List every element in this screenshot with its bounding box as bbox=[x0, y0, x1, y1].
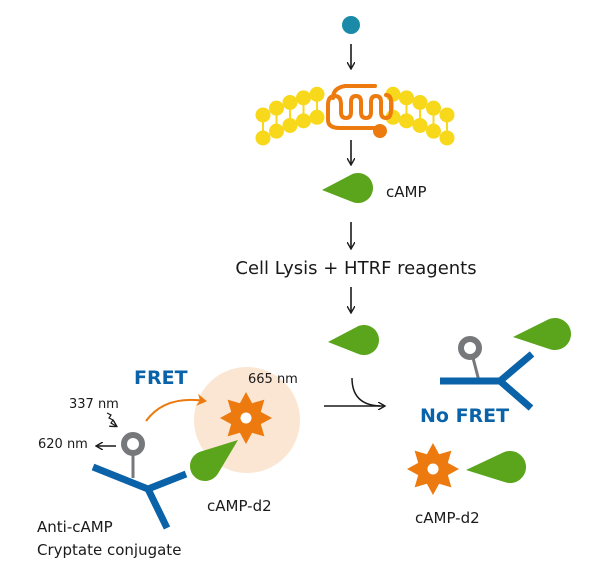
gpcr-receptor bbox=[326, 84, 393, 138]
lipid-head bbox=[269, 100, 284, 116]
fret-energy-arrow bbox=[145, 393, 207, 422]
emission-665-label: 665 nm bbox=[248, 372, 298, 387]
emission-620-label: 620 nm bbox=[38, 437, 88, 452]
acceptor-star-left bbox=[220, 392, 272, 444]
curved-arrow bbox=[351, 377, 381, 407]
lipid-head bbox=[309, 109, 325, 125]
antibody-left bbox=[91, 432, 188, 530]
lysis-step-label: Cell Lysis + HTRF reagents bbox=[235, 258, 476, 279]
free-camp-molecule bbox=[328, 325, 380, 355]
excitation-337-label: 337 nm bbox=[69, 397, 119, 412]
lipid-head bbox=[426, 100, 441, 116]
lipid-head bbox=[399, 113, 414, 129]
antibody-right bbox=[440, 336, 535, 411]
excitation-wave-icon bbox=[106, 412, 116, 426]
lipid-head bbox=[296, 113, 311, 129]
lipid-head bbox=[412, 94, 428, 110]
lipid-head bbox=[426, 123, 441, 139]
camp-d2-label-right: cAMP-d2 bbox=[415, 509, 480, 527]
lipid-head bbox=[282, 94, 298, 110]
camp-d2-molecule-left bbox=[189, 440, 238, 481]
lipid-head bbox=[439, 130, 455, 146]
acceptor-star-right bbox=[407, 443, 459, 495]
ligand-dot bbox=[342, 16, 360, 34]
lipid-head bbox=[399, 90, 414, 106]
cell-membrane bbox=[255, 86, 455, 146]
lipid-head bbox=[309, 86, 325, 102]
lipid-head bbox=[255, 130, 271, 146]
lipid-head bbox=[255, 107, 271, 123]
antibody-label-line1: Anti-cAMP bbox=[37, 518, 113, 536]
lipid-head bbox=[439, 107, 455, 123]
no-fret-label: No FRET bbox=[420, 405, 509, 427]
camp-bound-antibody bbox=[513, 318, 572, 350]
camp-d2-label-left: cAMP-d2 bbox=[207, 497, 272, 515]
lipid-head bbox=[269, 123, 284, 139]
camp-molecule bbox=[322, 173, 374, 204]
camp-d2-molecule-right bbox=[466, 451, 526, 483]
lipid-head bbox=[296, 90, 311, 106]
lipid-head bbox=[412, 117, 428, 133]
antibody-label-line2: Cryptate conjugate bbox=[37, 541, 181, 559]
fret-label: FRET bbox=[134, 367, 188, 389]
lipid-head bbox=[282, 117, 298, 133]
camp-label: cAMP bbox=[386, 183, 427, 201]
